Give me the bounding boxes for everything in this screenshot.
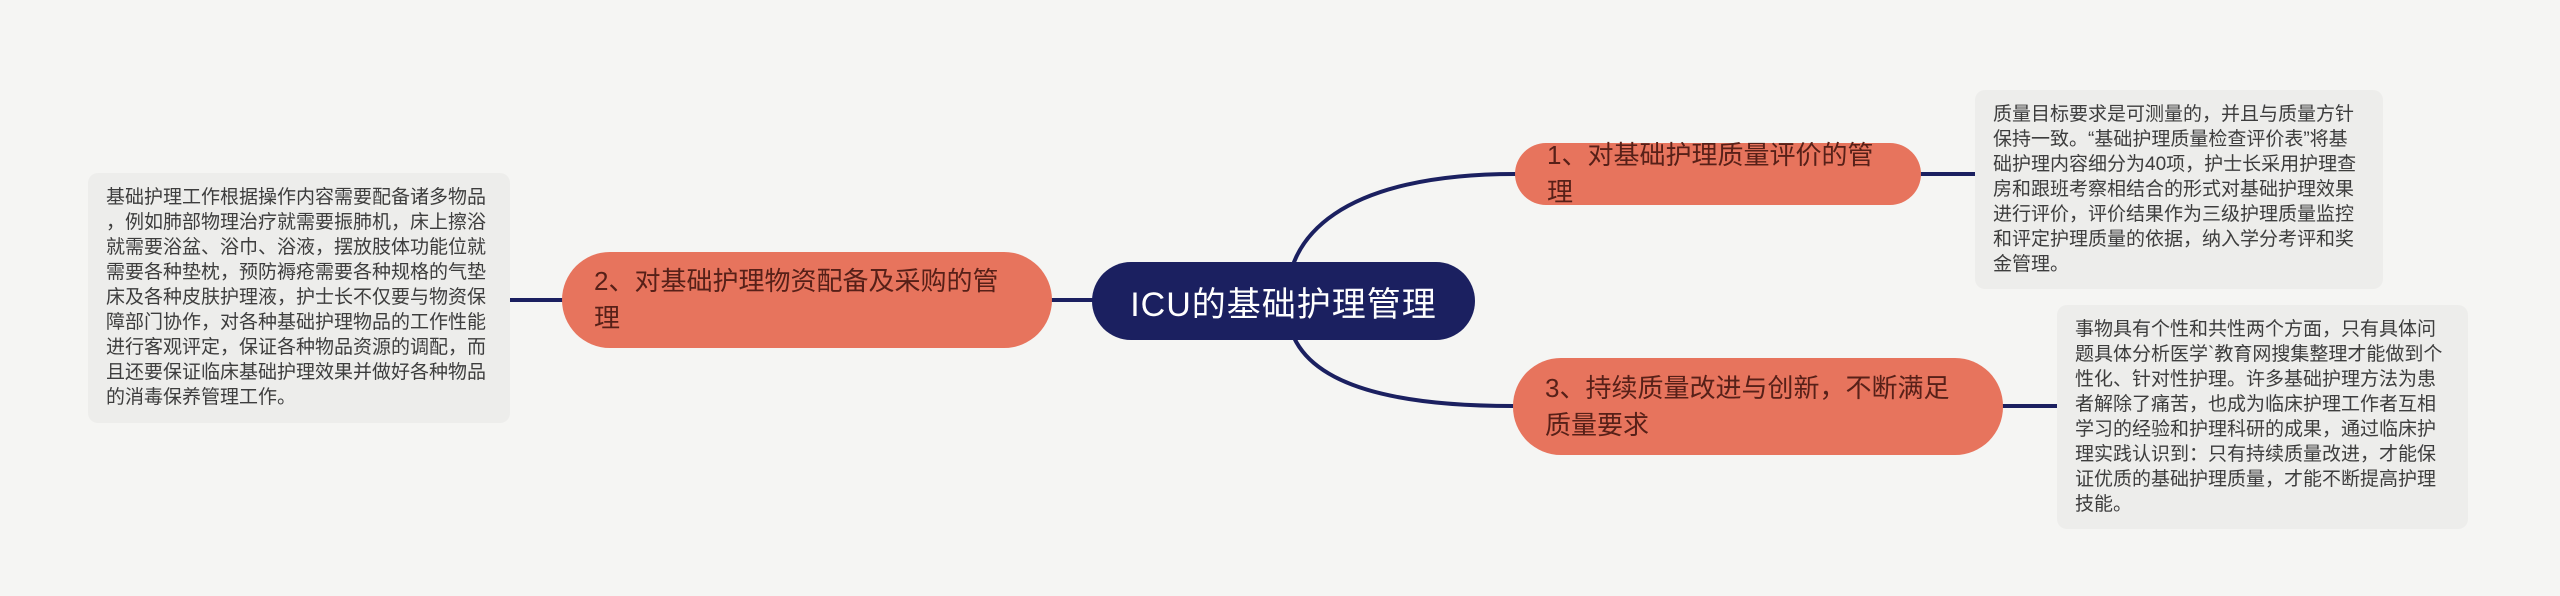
root-topic-label: ICU的基础护理管理	[1130, 285, 1437, 324]
note-branch-3[interactable]: 事物具有个性和共性两个方面，只有具体问题具体分析医学`教育网搜集整理才能做到个性…	[2057, 305, 2468, 529]
note-branch-1[interactable]: 质量目标要求是可测量的，并且与质量方针保持一致。“基础护理质量检查评价表”将基础…	[1975, 90, 2383, 289]
branch-2-label: 2、对基础护理物资配备及采购的管理	[594, 266, 999, 333]
branch-node-2[interactable]: 2、对基础护理物资配备及采购的管理	[562, 252, 1052, 348]
branch-node-1[interactable]: 1、对基础护理质量评价的管理	[1515, 140, 1921, 207]
note-branch-2[interactable]: 基础护理工作根据操作内容需要配备诸多物品，例如肺部物理治疗就需要振肺机，床上擦浴…	[88, 173, 510, 423]
root-topic-node[interactable]: ICU的基础护理管理	[1092, 262, 1475, 340]
branch-1-label: 1、对基础护理质量评价的管理	[1547, 140, 1874, 207]
branch-3-label: 3、持续质量改进与创新，不断满足质量要求	[1545, 372, 1950, 440]
branch-node-3[interactable]: 3、持续质量改进与创新，不断满足质量要求	[1513, 358, 2003, 455]
